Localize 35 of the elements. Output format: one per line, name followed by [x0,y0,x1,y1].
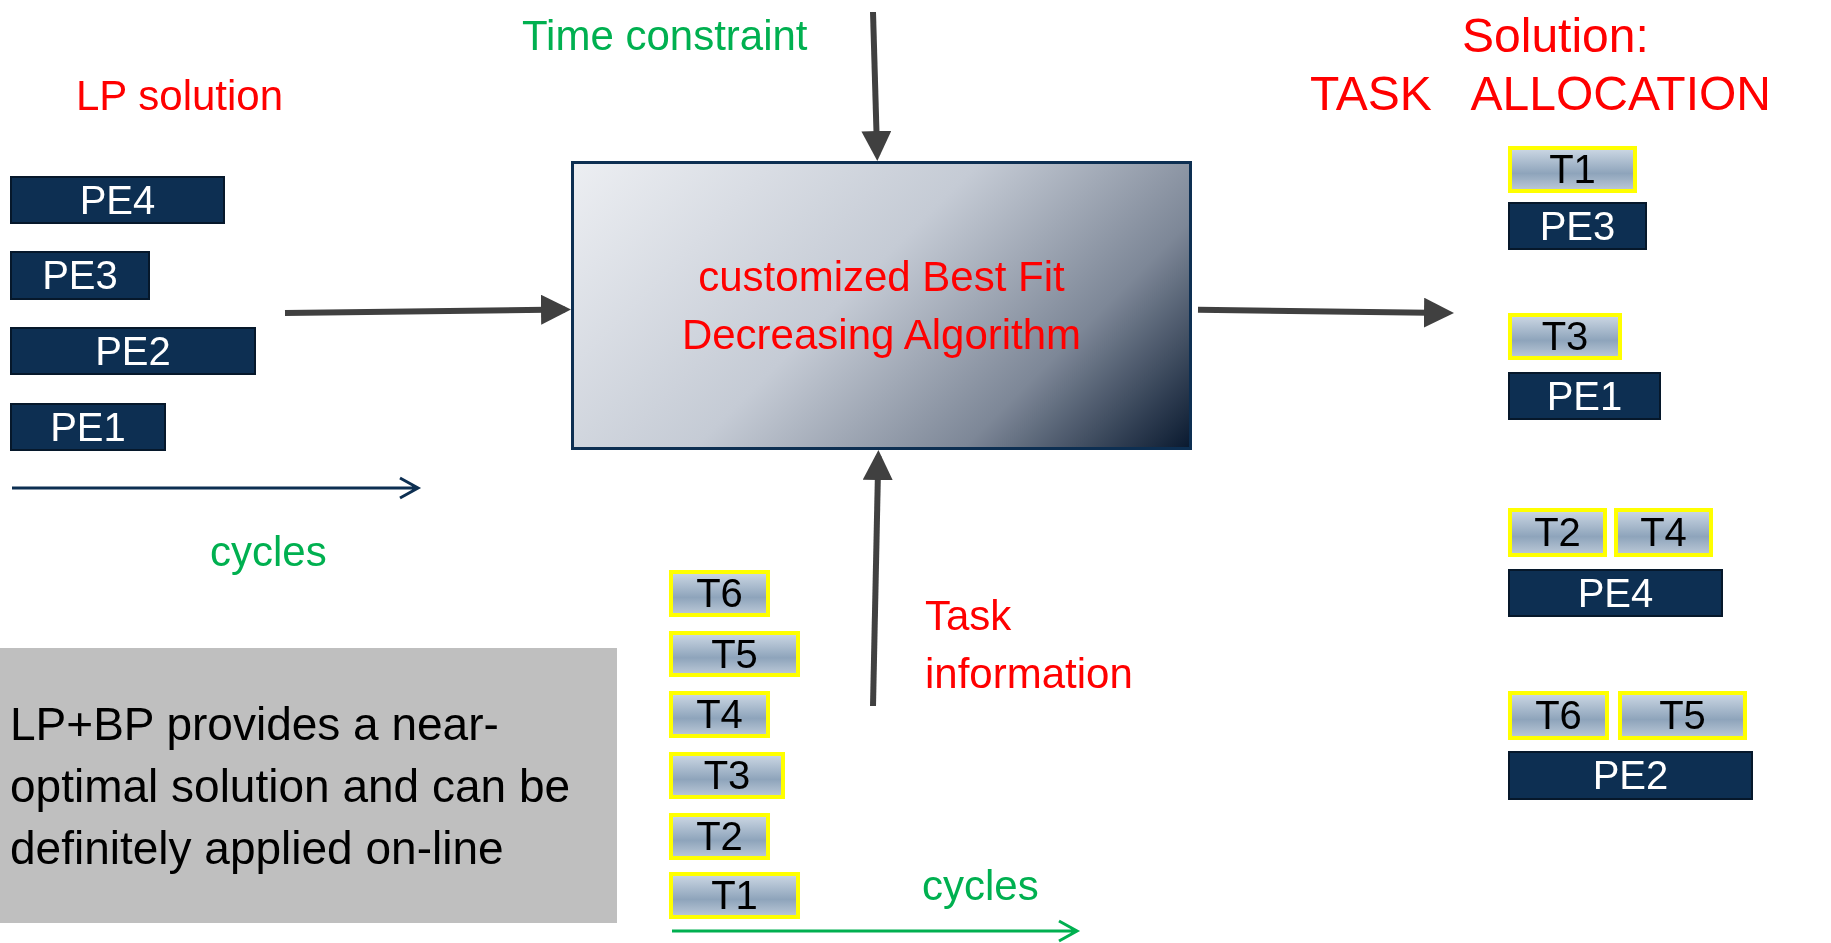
axis-label: cycles [922,862,1039,910]
processor-bar: PE1 [10,403,166,451]
task-bar: T4 [669,691,770,738]
processor-bar: PE2 [1508,751,1753,800]
task-bar: T4 [1614,508,1713,557]
task-bar: T1 [669,872,800,919]
task-bar: T5 [1618,691,1747,740]
arrow [861,11,892,161]
task-bar: T3 [1508,313,1622,360]
task-bar: T5 [669,631,800,677]
arrow [1197,297,1454,328]
processor-bar: PE3 [1508,202,1647,250]
task-bar: T2 [1508,508,1607,557]
section-heading: LP solution [76,72,284,120]
processor-bar: PE3 [10,251,150,300]
arrow [862,450,893,707]
note-text: LP+BP provides a near-optimal solution and can be definitely applied on-line [10,696,572,876]
arrow [284,294,571,325]
task-bar: T2 [669,813,770,860]
task-bar: T6 [669,570,770,617]
solution-heading: Solution: [1462,8,1649,63]
task-bar: T3 [669,752,785,799]
edge-label: Time constraint [522,12,808,60]
edge-label: Task information [925,591,1134,699]
note-box [0,648,617,923]
processor-bar: PE2 [10,327,256,375]
solution-heading: TASK ALLOCATION [1310,66,1771,121]
algorithm-name: customized Best Fit Decreasing Algorithm [680,251,1083,360]
task-bar: T6 [1508,691,1609,740]
processor-bar: PE4 [10,176,225,224]
axis-label: cycles [210,528,327,576]
task-bar: T1 [1508,146,1637,193]
processor-bar: PE1 [1508,372,1661,420]
algorithm-box [571,161,1192,450]
processor-bar: PE4 [1508,569,1723,617]
